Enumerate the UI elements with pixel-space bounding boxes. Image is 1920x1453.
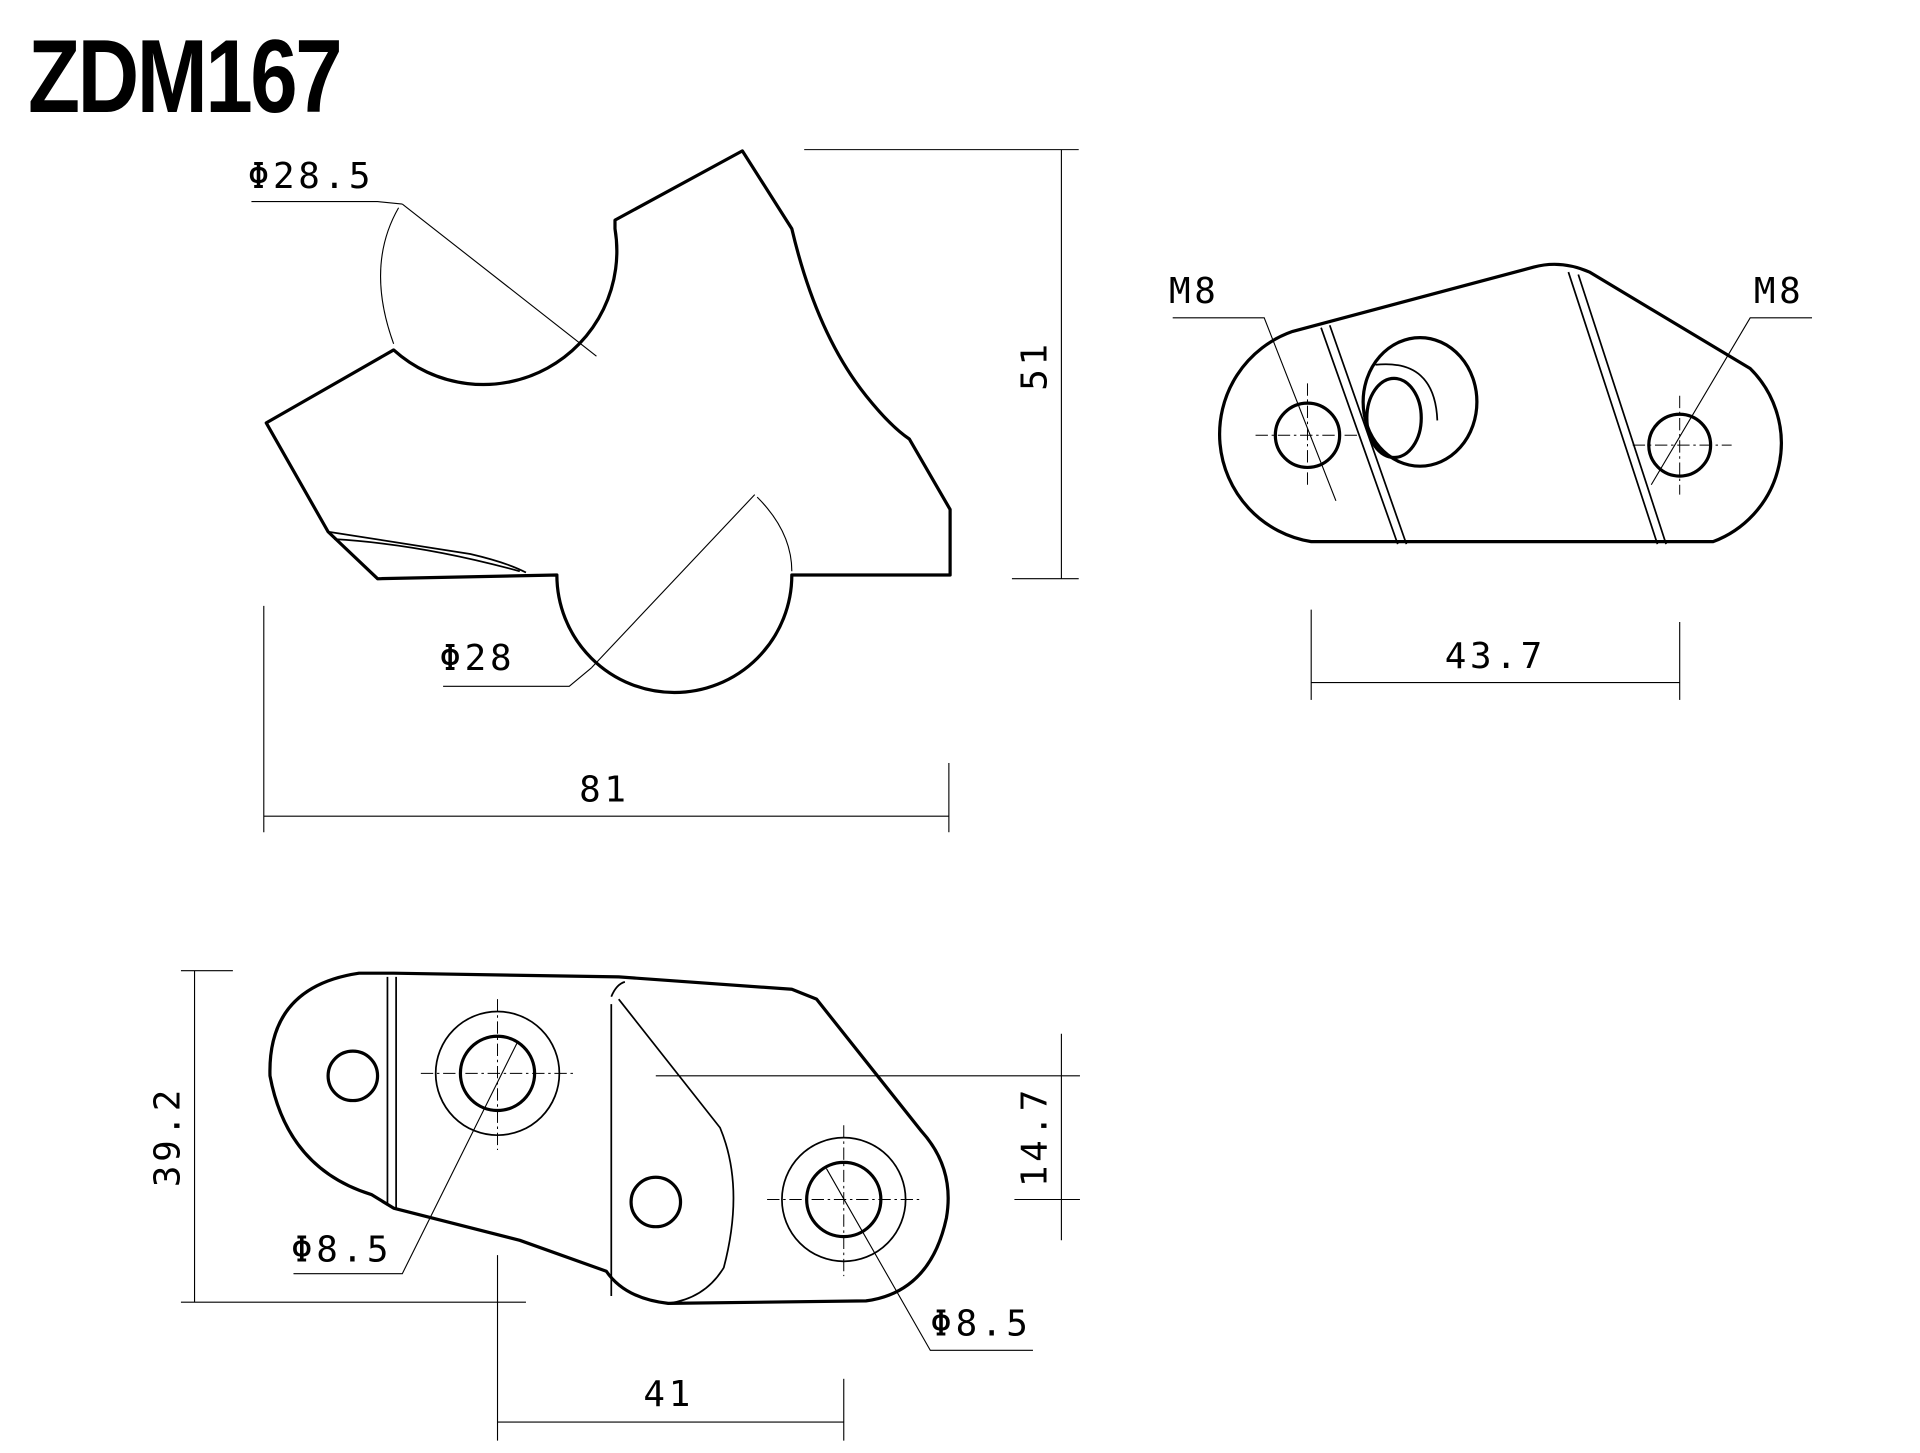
dim-offset: 14.7 <box>1015 1086 1056 1187</box>
dim-hole-dia-right: Φ8.5 <box>930 1304 1031 1345</box>
side-view: M8 M8 43.7 <box>1169 262 1813 700</box>
dim-height-bottom: 39.2 <box>148 1086 189 1187</box>
dim-upper-diameter: Φ28.5 <box>248 156 375 197</box>
bottom-view-outline <box>268 971 950 1305</box>
dim-lower-diameter: Φ28 <box>439 638 515 679</box>
dim-hole-dia-left: Φ8.5 <box>291 1229 392 1270</box>
dim-thread-left: M8 <box>1169 271 1220 312</box>
part-number-title: ZDM167 <box>28 19 343 135</box>
dim-hole-spacing-side: 43.7 <box>1445 636 1546 677</box>
side-view-outline <box>1217 262 1783 544</box>
dim-height: 51 <box>1015 340 1056 391</box>
dim-width: 81 <box>579 769 630 810</box>
bottom-view: 39.2 14.7 Φ8.5 Φ8.5 41 <box>148 970 1080 1441</box>
top-view: Φ28.5 Φ28 51 81 <box>248 149 1079 833</box>
dim-hole-spacing-bottom: 41 <box>643 1374 694 1415</box>
dim-thread-right: M8 <box>1754 271 1805 312</box>
top-view-outline <box>264 149 952 695</box>
